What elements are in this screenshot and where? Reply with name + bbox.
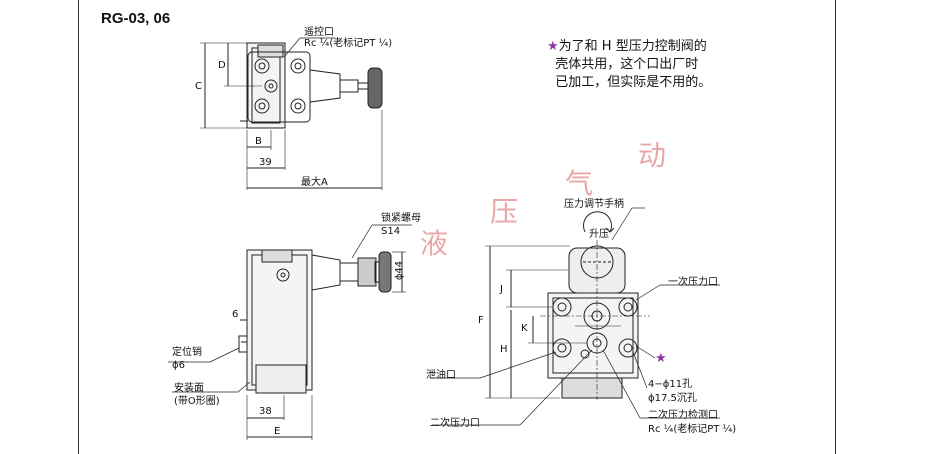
locating-pin-size-label: ϕ6 bbox=[172, 360, 185, 371]
remote-port-spec-label: Rc ¹⁄₄(老标记PT ¹⁄₄) bbox=[304, 38, 393, 49]
dim-phi44-label: ϕ44 bbox=[394, 260, 406, 281]
dim-J-label: J bbox=[500, 284, 503, 295]
pressure-knob-label: 压力调节手柄 bbox=[564, 199, 624, 210]
note-text: ★为了和 H 型压力控制阀的 壳体共用，这个口出厂时 已加工，但实际是不用的。 bbox=[547, 38, 711, 92]
note-line-3: 已加工，但实际是不用的。 bbox=[555, 75, 712, 90]
dim-D-label: D bbox=[218, 60, 226, 71]
lock-nut-label: 锁紧螺母 bbox=[381, 213, 421, 224]
note-line-2: 壳体共用，这个口出厂时 bbox=[555, 57, 699, 72]
star-mark-label: ★ bbox=[655, 351, 667, 366]
dim-H-label: H bbox=[500, 344, 508, 355]
dim-E-label: E bbox=[274, 426, 281, 437]
right-border-line bbox=[835, 0, 836, 454]
lock-nut-size-label: S14 bbox=[381, 226, 401, 237]
note-line-1: 为了和 H 型压力控制阀的 bbox=[558, 39, 707, 54]
dim-38-label: 38 bbox=[259, 406, 272, 417]
dim-B-label: B bbox=[255, 136, 262, 147]
dim-K-label: K bbox=[521, 323, 528, 334]
left-border-line bbox=[78, 0, 79, 454]
secondary-port-label: 二次压力口 bbox=[430, 418, 480, 429]
remote-port-label: 遥控口 bbox=[304, 27, 334, 38]
mount-face-note-label: (带O形圈) bbox=[174, 396, 220, 407]
top-view bbox=[200, 37, 383, 190]
watermark-char-4: 动 bbox=[638, 139, 669, 172]
pressure-up-label: 升压 bbox=[589, 229, 609, 240]
dim-F-label: F bbox=[478, 315, 484, 326]
bottom-view bbox=[430, 207, 720, 426]
note-star-icon: ★ bbox=[547, 39, 559, 54]
watermark-char-3: 气 bbox=[565, 167, 596, 200]
drain-port-label: 泄油口 bbox=[426, 370, 456, 381]
watermark-char-2: 压 bbox=[490, 195, 521, 228]
watermark-char-1: 液 bbox=[420, 227, 451, 260]
primary-port-label: 一次压力口 bbox=[668, 277, 718, 288]
secondary-gauge-port-label: 二次压力检测口 bbox=[648, 410, 718, 421]
dim-6-label: 6 bbox=[232, 309, 239, 320]
mount-face-label: 安装面 bbox=[174, 383, 204, 394]
dim-C-label: C bbox=[195, 81, 202, 92]
drawing-title: RG-03, 06 bbox=[101, 10, 171, 27]
side-view bbox=[168, 224, 412, 440]
locating-pin-label: 定位销 bbox=[172, 347, 202, 358]
dim-maxA-label: 最大A bbox=[301, 177, 328, 188]
bolt-holes-label: 4−ϕ11孔 bbox=[648, 379, 693, 390]
secondary-gauge-spec-label: Rc ¹⁄₄(老标记PT ¹⁄₄) bbox=[648, 424, 737, 435]
counterbore-label: ϕ17.5沉孔 bbox=[648, 393, 697, 404]
dim-39-label: 39 bbox=[259, 157, 272, 168]
